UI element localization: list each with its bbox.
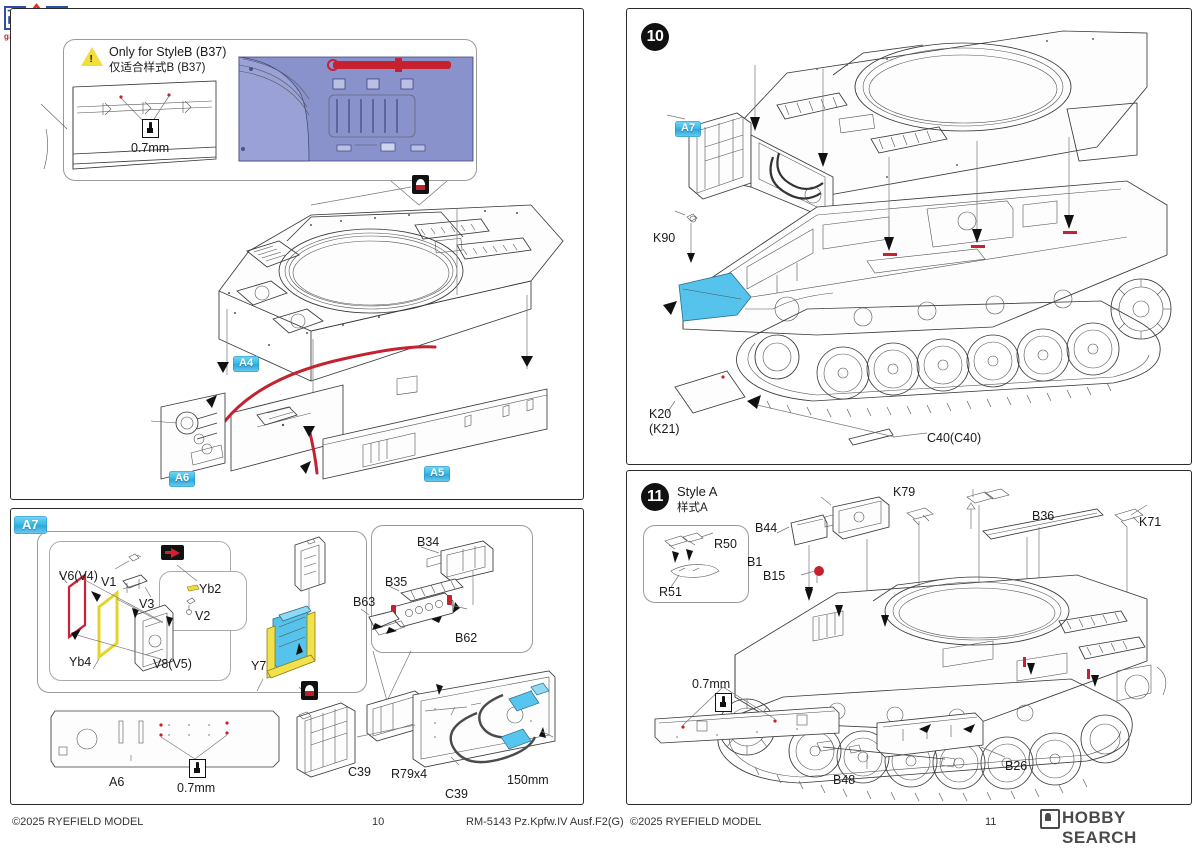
hobby-search-logo: HOBBY SEARCH (1040, 806, 1192, 847)
label-c40: C40(C40) (927, 431, 982, 445)
label-b35: B35 (385, 575, 408, 589)
drill-07mm-icon-step9 (142, 119, 159, 138)
label-b63: B63 (353, 595, 376, 609)
label-a6-plate: A6 (109, 775, 125, 789)
label-b1: B1 (747, 555, 763, 569)
label-b15: B15 (763, 569, 786, 583)
label-r79x4: R79x4 (391, 767, 428, 781)
label-b36: B36 (1032, 509, 1055, 523)
label-k90: K90 (653, 231, 676, 245)
label-b62: B62 (455, 631, 478, 645)
footer-copyright-right: ©2025 RYEFIELD MODEL (630, 816, 762, 828)
step-number-11: 11 (641, 483, 669, 511)
insert-direction-icon-a7 (161, 545, 184, 560)
label-k79: K79 (893, 485, 916, 499)
label-k20: K20 (649, 407, 672, 421)
footer-kit-code: RM-5143 Pz.Kpfw.IV Ausf.F2(G) (466, 816, 624, 828)
remove-part-icon-step9 (412, 175, 429, 194)
style-a-title-cn: 样式A (677, 502, 708, 514)
styleb-detail-render (238, 56, 474, 162)
style-a-title-en: Style A (677, 484, 718, 499)
label-v1: V1 (101, 575, 117, 589)
panel-step-10: 10 (626, 8, 1192, 465)
hobby-search-text: HOBBY SEARCH (1062, 808, 1137, 847)
footer-page-left: 10 (372, 816, 385, 828)
hull-roof-assembly-step9 (150, 204, 564, 480)
part-tag-a7-step10: A7 (675, 121, 702, 137)
drill-size-step11: 0.7mm (692, 677, 731, 691)
label-k21: (K21) (649, 422, 680, 436)
label-b44: B44 (755, 521, 778, 535)
panel-a7-subassembly: V6(V4) V1 V3 Yb2 V2 Yb4 V8(V5) Y7 B34 B3… (10, 508, 584, 805)
part-tag-a4: A4 (233, 356, 260, 372)
drill-size-a7: 0.7mm (177, 781, 216, 795)
warning-icon (81, 47, 103, 66)
label-k71: K71 (1139, 515, 1162, 529)
label-v2: V2 (195, 609, 211, 623)
panel-step-9: Only for StyleB (B37) 仅适合样式B (B37) (10, 8, 584, 500)
a7-parts-art (50, 536, 556, 778)
step-number-10: 10 (641, 23, 669, 51)
label-c39-b: C39 (445, 787, 468, 801)
styleb-note-cn: 仅适合样式B (B37) (109, 62, 206, 74)
label-c39-a: C39 (348, 765, 371, 779)
hobby-search-mark-icon (1040, 809, 1060, 829)
a7-detail-box (159, 571, 247, 631)
label-b34: B34 (417, 535, 440, 549)
styleb-note-en: Only for StyleB (B37) (109, 45, 227, 59)
part-tag-a5: A5 (424, 466, 451, 482)
step11-assembly-art (654, 488, 1167, 802)
label-v3: V3 (139, 597, 155, 611)
step10-assembly-art (663, 30, 1172, 446)
label-yb2: Yb2 (199, 582, 222, 596)
part-tag-a6: A6 (169, 471, 196, 487)
panel-step-11: 11 Style A 样式A (626, 470, 1192, 805)
label-v8v5: V8(V5) (153, 657, 192, 671)
styleb-drill-diagram (40, 80, 217, 170)
label-r50: R50 (714, 537, 737, 551)
r50-r51-callout-box (643, 525, 749, 603)
footer-page-right: 11 (985, 816, 997, 828)
label-v6v4: V6(V4) (59, 569, 98, 583)
label-b48: B48 (833, 773, 856, 787)
label-150mm: 150mm (507, 773, 549, 787)
part-tag-a7-panel: A7 (14, 516, 47, 534)
footer-copyright-left: ©2025 RYEFIELD MODEL (12, 816, 144, 828)
callout-connector-step9 (310, 180, 448, 206)
drill-07mm-icon-a7 (189, 759, 206, 778)
remove-part-icon-a7 (301, 681, 318, 700)
label-b26: B26 (1005, 759, 1028, 773)
label-yb4: Yb4 (69, 655, 92, 669)
label-y7: Y7 (251, 659, 267, 673)
label-r51: R51 (659, 585, 682, 599)
drill-size-step9: 0.7mm (131, 141, 170, 155)
drill-07mm-icon-step11 (715, 693, 732, 712)
